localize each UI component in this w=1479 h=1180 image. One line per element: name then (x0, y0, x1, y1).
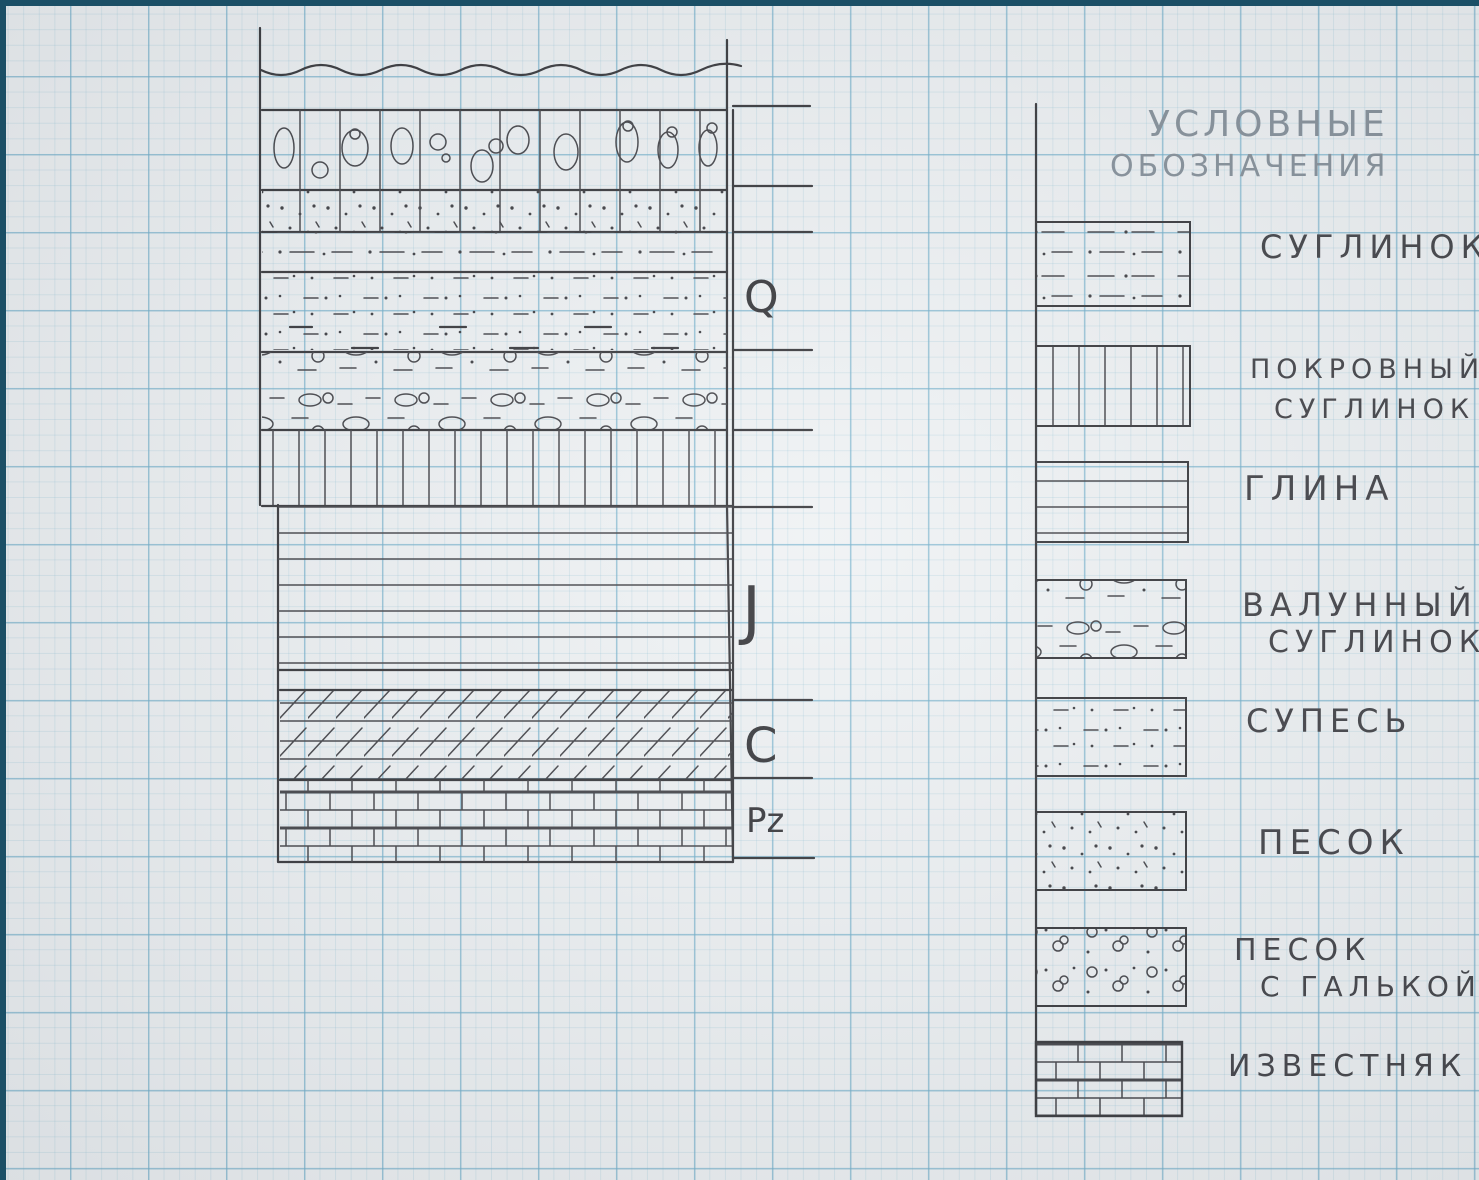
legend-swatch-pesok (1036, 812, 1186, 890)
age-label-c: C (744, 718, 778, 774)
layer-cover-loam (262, 430, 733, 506)
legend-label-valunny-2: СУГЛИНОК (1268, 625, 1479, 660)
legend-swatch-valunny (1036, 580, 1186, 658)
legend-label-glina: ГЛИНА (1244, 469, 1395, 509)
layer-sandy-loam (262, 272, 727, 352)
layer-dolomite (280, 690, 733, 780)
legend-swatch-pesok-galka (1036, 928, 1186, 1006)
legend-title-line2: ОБОЗНАЧЕНИЯ (1110, 149, 1390, 184)
layer-sand (262, 190, 727, 232)
legend-swatch-supes (1036, 698, 1186, 776)
age-label-q: Q (744, 272, 779, 323)
legend-label-valunny-1: ВАЛУННЫЙ (1242, 586, 1478, 624)
legend-label-suglinok: СУГЛИНОК (1260, 228, 1479, 266)
legend-title-line1: УСЛОВНЫЕ (1148, 104, 1389, 145)
legend: УСЛОВНЫЕ ОБОЗНАЧЕНИЯ СУГЛИНОК ПОКРОВНЫЙ … (1036, 104, 1479, 1116)
geologic-drawing: Q J C Pz УСЛОВНЫЕ ОБОЗНАЧЕНИЯ СУГЛИНОК П… (6, 6, 1479, 1180)
layer-boulders (262, 110, 727, 190)
ground-surface-line (261, 64, 741, 75)
age-label-pz: Pz (746, 801, 784, 841)
legend-label-supes: СУПЕСЬ (1246, 702, 1412, 740)
age-label-j: J (738, 574, 761, 648)
legend-swatch-pokrovny (1036, 346, 1190, 426)
layer-clay (278, 506, 733, 670)
legend-swatch-suglinok (1036, 222, 1190, 306)
legend-swatch-izvestnyak (1036, 1042, 1182, 1116)
stratigraphic-column (260, 28, 814, 862)
layer-loam (262, 232, 727, 272)
legend-label-izvestnyak: ИЗВЕСТНЯК (1228, 1049, 1467, 1084)
legend-label-pesok: ПЕСОК (1258, 823, 1410, 863)
graph-paper-sheet: Q J C Pz УСЛОВНЫЕ ОБОЗНАЧЕНИЯ СУГЛИНОК П… (6, 6, 1479, 1180)
legend-swatch-glina (1036, 462, 1188, 542)
layer-limestone (280, 780, 733, 862)
legend-label-pesok-galka-1: ПЕСОК (1234, 933, 1371, 968)
legend-label-pokrovny-1: ПОКРОВНЫЙ (1250, 353, 1479, 385)
layer-boulder-loam (262, 352, 727, 430)
legend-label-pesok-galka-2: С ГАЛЬКОЙ (1260, 969, 1479, 1003)
legend-label-pokrovny-2: СУГЛИНОК (1274, 394, 1475, 425)
